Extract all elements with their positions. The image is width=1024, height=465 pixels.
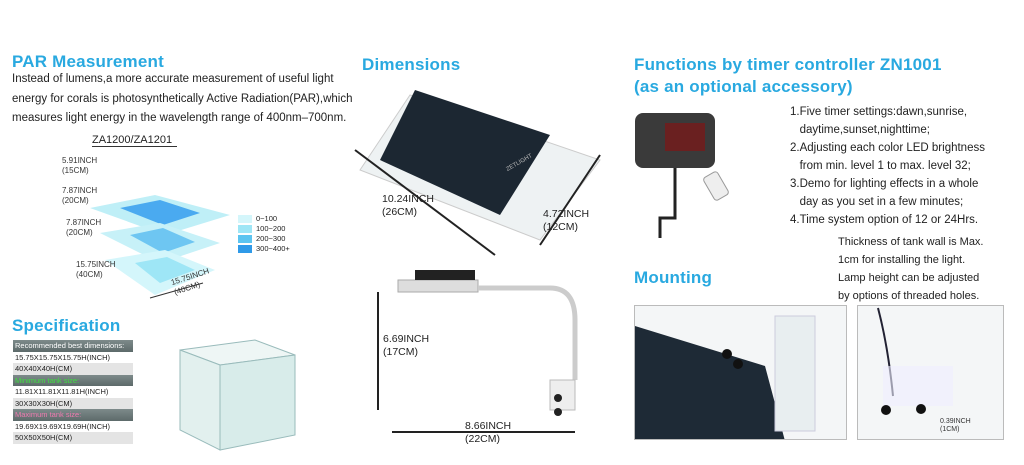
depth-label: 4.72INCH(12CM) bbox=[543, 208, 590, 233]
par-description: Instead of lumens,a more accurate measur… bbox=[12, 70, 362, 129]
spec-row: 15.75X15.75X15.75H(INCH) bbox=[13, 351, 133, 363]
dim-line bbox=[539, 154, 601, 246]
mounting-photo-2 bbox=[857, 305, 1004, 440]
function-item: daytime,sunset,nighttime; bbox=[790, 124, 930, 136]
par-heatmap bbox=[90, 195, 230, 299]
spec-row: 19.69X19.69X19.69H(INCH) bbox=[13, 420, 133, 432]
spec-row: 11.81X11.81X11.81H(INCH) bbox=[13, 386, 133, 398]
width-label: 10.24INCH(26CM) bbox=[382, 193, 434, 218]
wall-thickness-label: 0.39INCH(1CM) bbox=[940, 418, 971, 433]
function-item: 4.Time system option of 12 or 24Hrs. bbox=[790, 214, 979, 226]
light-side-image bbox=[377, 270, 578, 433]
spec-table: Recommended best dimensions: 15.75X15.75… bbox=[13, 340, 133, 444]
par-layer-mid bbox=[100, 223, 220, 263]
par-title: PAR Measurement bbox=[12, 52, 164, 71]
functions-list: 1.Five timer settings:dawn,sunrise, dayt… bbox=[790, 103, 985, 229]
dim-label: 7.87INCH(20CM) bbox=[66, 218, 102, 237]
par-line: energy for corals is photosynthetically … bbox=[12, 92, 353, 105]
spec-header: Minimum tank size: bbox=[13, 374, 133, 386]
model-label: ZA1200/ZA1201 bbox=[92, 134, 177, 147]
timer-controller-image bbox=[635, 113, 729, 238]
spec-row: 30X30X30H(CM) bbox=[13, 397, 133, 409]
mounting-title: Mounting bbox=[634, 268, 713, 287]
function-item: day as you set in a few minutes; bbox=[790, 196, 964, 208]
remote-icon bbox=[703, 171, 729, 201]
legend-item: 200~300 bbox=[238, 234, 290, 244]
length-label: 8.66INCH(22CM) bbox=[465, 420, 512, 445]
light-top-image bbox=[354, 90, 601, 256]
par-line: Instead of lumens,a more accurate measur… bbox=[12, 73, 334, 85]
dim-label: 7.87INCH(20CM) bbox=[62, 186, 98, 205]
legend-item: 100~200 bbox=[238, 224, 290, 234]
height-label: 6.69INCH(17CM) bbox=[383, 333, 430, 358]
legend-item: 0~100 bbox=[238, 214, 290, 224]
dimensions-title: Dimensions bbox=[362, 55, 461, 74]
mounting-description: Thickness of tank wall is Max.1cm for in… bbox=[838, 236, 984, 302]
dim-line bbox=[149, 282, 204, 299]
spec-header: Recommended best dimensions: bbox=[13, 340, 133, 352]
dim-line bbox=[354, 149, 496, 256]
par-line: measures light energy in the wavelength … bbox=[12, 112, 347, 124]
par-layer-top bbox=[90, 195, 230, 235]
spec-row: 40X40X40H(CM) bbox=[13, 363, 133, 375]
function-item: from min. level 1 to max. level 32; bbox=[790, 160, 971, 172]
function-item: 3.Demo for lighting effects in a whole bbox=[790, 178, 979, 190]
dim-label: 15.75INCH(40CM) bbox=[76, 260, 116, 279]
spec-row: 50X50X50H(CM) bbox=[13, 432, 133, 444]
glass-tank-image bbox=[179, 339, 296, 451]
mounting-photo-1 bbox=[634, 305, 847, 440]
functions-subtitle: (as an optional accessory) bbox=[634, 77, 853, 96]
spec-title: Specification bbox=[12, 316, 121, 335]
legend-item: 300~400+ bbox=[238, 244, 290, 254]
par-layer-bot bbox=[105, 250, 215, 295]
functions-title: Functions by timer controller ZN1001 bbox=[634, 55, 942, 74]
function-item: 1.Five timer settings:dawn,sunrise, bbox=[790, 106, 968, 118]
dim-label: 5.91INCH(15CM) bbox=[62, 156, 98, 175]
spec-header: Maximum tank size: bbox=[13, 409, 133, 421]
par-legend: 0~100 100~200 200~300 300~400+ bbox=[238, 214, 290, 254]
function-item: 2.Adjusting each color LED brightness bbox=[790, 142, 985, 154]
